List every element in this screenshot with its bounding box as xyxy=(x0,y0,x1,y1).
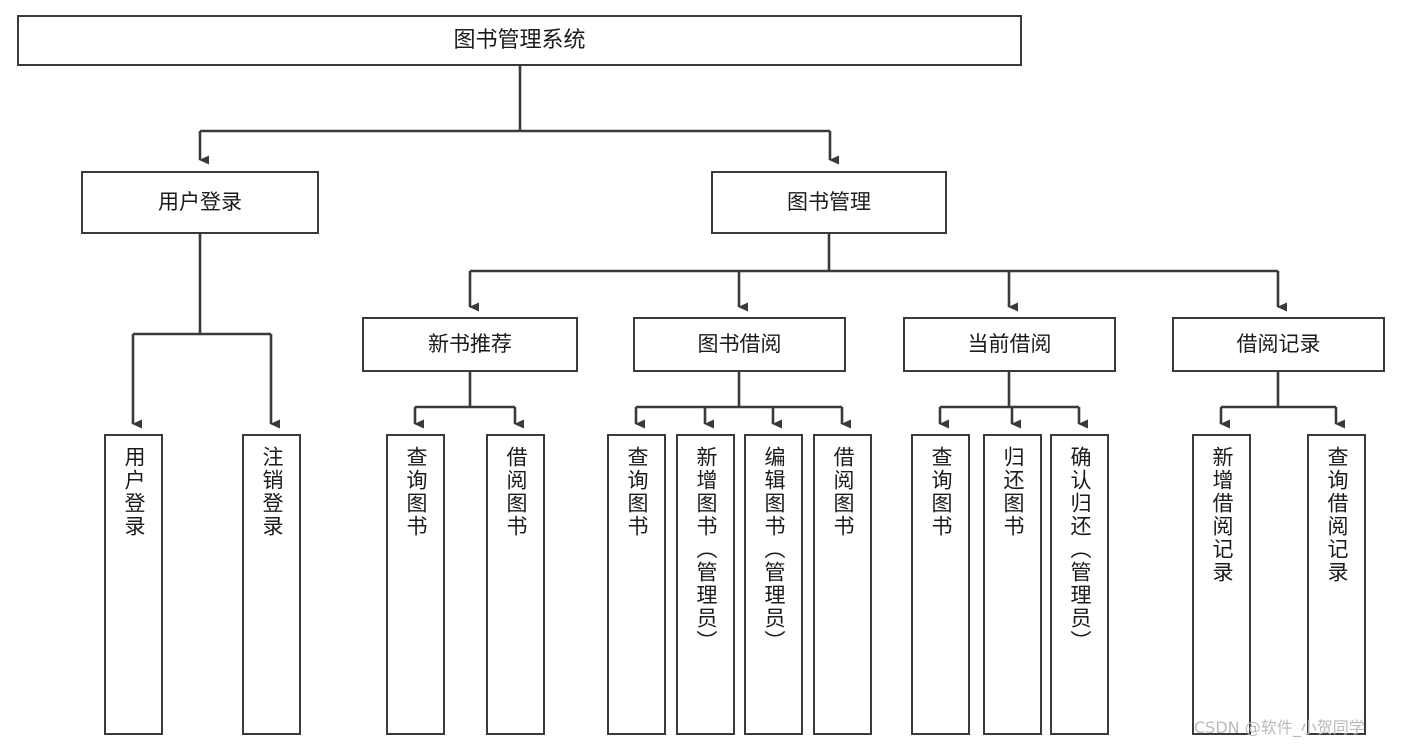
node-new-book-recommend-label: 新书推荐 xyxy=(428,332,512,357)
node-root[interactable]: 图书管理系统 xyxy=(17,15,1022,66)
node-leaf-edit-book-admin-label: 编辑图书（管理员） xyxy=(762,446,786,653)
node-leaf-borrow-book-2-label: 借阅图书 xyxy=(831,446,855,538)
node-book-manage[interactable]: 图书管理 xyxy=(711,171,947,234)
node-current-borrow[interactable]: 当前借阅 xyxy=(903,317,1116,372)
node-book-borrow-label: 图书借阅 xyxy=(697,332,782,357)
node-current-borrow-label: 当前借阅 xyxy=(967,332,1052,357)
node-leaf-query-book-1[interactable]: 查询图书 xyxy=(386,434,445,735)
node-borrow-record-label: 借阅记录 xyxy=(1236,332,1321,357)
node-new-book-recommend[interactable]: 新书推荐 xyxy=(362,317,578,372)
node-leaf-query-book-2[interactable]: 查询图书 xyxy=(607,434,666,735)
node-leaf-confirm-return-admin[interactable]: 确认归还（管理员） xyxy=(1050,434,1109,735)
node-leaf-borrow-book-1-label: 借阅图书 xyxy=(504,446,528,538)
node-user-login-label: 用户登录 xyxy=(158,190,242,215)
node-leaf-logout-login-label: 注销登录 xyxy=(260,446,284,538)
node-leaf-add-borrow-record-label: 新增借阅记录 xyxy=(1210,446,1234,584)
node-leaf-return-book[interactable]: 归还图书 xyxy=(983,434,1042,735)
node-borrow-record[interactable]: 借阅记录 xyxy=(1172,317,1385,372)
node-leaf-query-borrow-record[interactable]: 查询借阅记录 xyxy=(1307,434,1366,735)
node-leaf-query-borrow-record-label: 查询借阅记录 xyxy=(1325,446,1349,584)
csdn-watermark: CSDN @软件_小贺同学 xyxy=(1194,718,1365,737)
node-book-borrow[interactable]: 图书借阅 xyxy=(633,317,846,372)
node-book-manage-label: 图书管理 xyxy=(787,190,871,215)
node-leaf-query-book-1-label: 查询图书 xyxy=(404,446,428,538)
node-leaf-borrow-book-2[interactable]: 借阅图书 xyxy=(813,434,872,735)
node-leaf-user-login-label: 用户登录 xyxy=(122,446,146,538)
node-leaf-add-book-admin[interactable]: 新增图书（管理员） xyxy=(676,434,735,735)
node-leaf-logout-login[interactable]: 注销登录 xyxy=(242,434,301,735)
node-leaf-edit-book-admin[interactable]: 编辑图书（管理员） xyxy=(744,434,803,735)
node-leaf-query-book-3-label: 查询图书 xyxy=(929,446,953,538)
node-user-login[interactable]: 用户登录 xyxy=(81,171,319,234)
node-leaf-confirm-return-admin-label: 确认归还（管理员） xyxy=(1068,446,1092,653)
node-leaf-add-borrow-record[interactable]: 新增借阅记录 xyxy=(1192,434,1251,735)
node-leaf-query-book-3[interactable]: 查询图书 xyxy=(911,434,970,735)
node-leaf-user-login[interactable]: 用户登录 xyxy=(104,434,163,735)
node-leaf-add-book-admin-label: 新增图书（管理员） xyxy=(694,446,718,653)
node-leaf-borrow-book-1[interactable]: 借阅图书 xyxy=(486,434,545,735)
node-leaf-query-book-2-label: 查询图书 xyxy=(625,446,649,538)
node-leaf-return-book-label: 归还图书 xyxy=(1001,446,1025,538)
node-root-label: 图书管理系统 xyxy=(453,27,586,53)
